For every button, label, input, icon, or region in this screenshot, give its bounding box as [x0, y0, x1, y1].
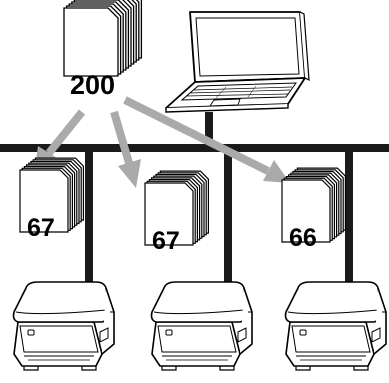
source-document-stack-icon: 200 — [63, 0, 143, 100]
label-printer-2-icon — [150, 281, 253, 371]
arrow-icon — [123, 96, 290, 183]
printer-1-page-count: 67 — [27, 214, 55, 242]
printer-1-document-stack-icon: 67 — [19, 157, 85, 242]
printer-3-document-stack-icon: 66 — [281, 167, 346, 252]
paper-sheet — [63, 7, 119, 77]
laptop-drop-line — [205, 112, 213, 146]
printer-2-document-stack-icon: 67 — [144, 170, 209, 255]
printer-3-drop-line — [345, 150, 353, 290]
arrow-icon — [110, 110, 141, 188]
laptop-icon — [165, 11, 310, 113]
label-printer-3-icon — [284, 281, 387, 371]
network-bus-line — [0, 144, 389, 152]
printer-3-page-count: 66 — [289, 224, 317, 252]
label-printer-1-icon — [12, 281, 115, 371]
source-page-count: 200 — [70, 70, 115, 100]
printer-1-drop-line — [85, 150, 93, 290]
printer-2-page-count: 67 — [152, 227, 180, 255]
printer-2-drop-line — [224, 150, 232, 290]
distribution-arrows — [34, 96, 290, 188]
